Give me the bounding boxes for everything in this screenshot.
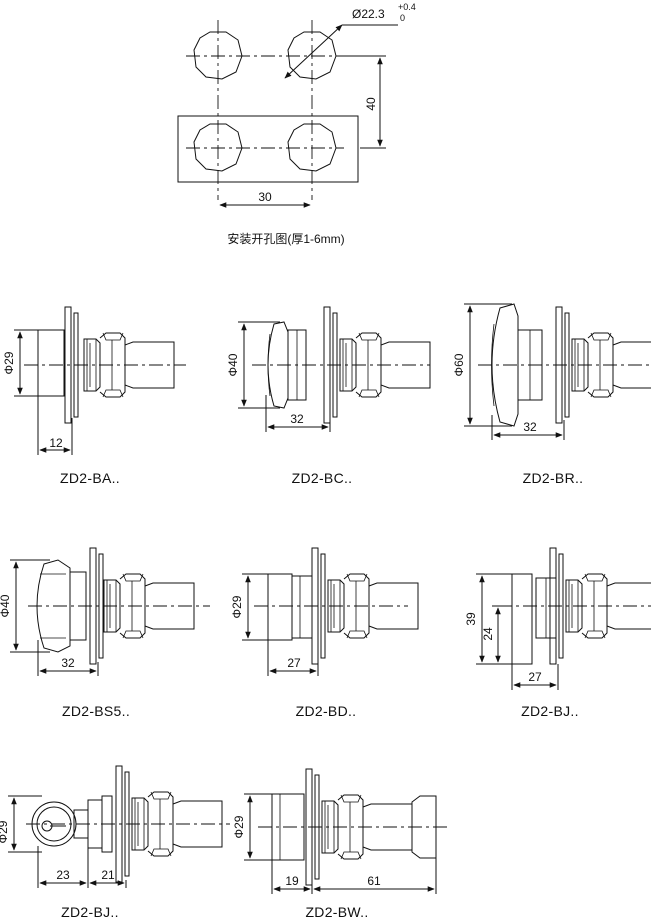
dim-label: 12 <box>49 436 63 450</box>
dim-label: 19 <box>285 874 299 888</box>
dia-label: Φ40 <box>0 594 12 617</box>
part-label: ZD2-BJ.. <box>61 904 119 920</box>
tolerance-plus: +0.4 <box>398 2 416 12</box>
dia-label: Φ29 <box>232 815 246 838</box>
dia-label: Φ40 <box>226 353 240 376</box>
part-zd2-br: Φ60 32 ZD2-BR.. <box>452 303 651 486</box>
mounting-hole-diagram: Ø22.3 +0.4 0 40 30 安装开孔图(厚1-6mm) <box>177 2 416 246</box>
mounting-caption: 安装开孔图(厚1-6mm) <box>227 231 344 246</box>
part-zd2-bj-1: 39 24 27 ZD2-BJ.. <box>464 547 651 719</box>
dia-label: Φ29 <box>230 595 244 618</box>
dim-label: 23 <box>56 868 70 882</box>
hole-diameter-label: Ø22.3 <box>352 7 385 21</box>
part-zd2-bw: Φ29 19 61 ZD2-BW.. <box>232 768 448 920</box>
dim-label: 21 <box>101 868 115 882</box>
part-label: ZD2-BA.. <box>60 470 120 486</box>
part-label: ZD2-BD.. <box>296 703 357 719</box>
dia-label: Φ29 <box>0 820 10 843</box>
dim-label: 32 <box>290 412 304 426</box>
horizontal-spacing-label: 30 <box>258 190 272 204</box>
part-zd2-bd: Φ29 27 ZD2-BD.. <box>230 547 419 719</box>
part-label: ZD2-BS5.. <box>62 703 130 719</box>
part-label: ZD2-BR.. <box>523 470 584 486</box>
part-zd2-bj-2: Φ29 23 21 ZD2-BJ.. <box>0 765 230 920</box>
part-zd2-bs5: Φ40 32 ZD2-BS5.. <box>0 547 210 719</box>
dim-height-label: 39 <box>464 612 478 626</box>
tolerance-zero: 0 <box>400 13 405 23</box>
part-zd2-ba: Φ29 12 ZD2-BA.. <box>2 306 186 486</box>
dim-label: 27 <box>287 656 301 670</box>
dim-label: 32 <box>523 420 537 434</box>
part-label: ZD2-BJ.. <box>521 703 579 719</box>
dim-label: 61 <box>367 874 381 888</box>
vertical-spacing-label: 40 <box>364 97 378 111</box>
dim-label: 32 <box>61 656 75 670</box>
dia-label: Φ60 <box>452 353 466 376</box>
dim-offset-label: 24 <box>481 627 495 641</box>
part-label: ZD2-BC.. <box>292 470 353 486</box>
part-label: ZD2-BW.. <box>305 904 368 920</box>
dim-label: 27 <box>528 670 542 684</box>
part-zd2-bc: Φ40 32 ZD2-BC.. <box>226 306 431 486</box>
dia-label: Φ29 <box>2 351 16 374</box>
